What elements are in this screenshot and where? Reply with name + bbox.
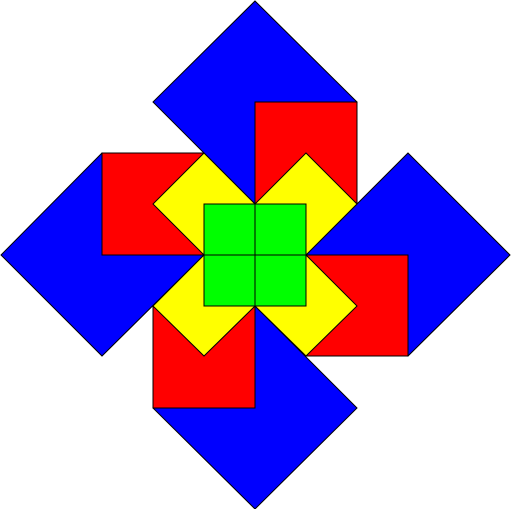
green-cell-top-left xyxy=(203,203,256,256)
green-cell-bottom-right xyxy=(254,254,307,307)
green-cell-top-right xyxy=(254,203,307,256)
green-cell-bottom-left xyxy=(203,254,256,307)
green-center-layer xyxy=(203,203,307,307)
